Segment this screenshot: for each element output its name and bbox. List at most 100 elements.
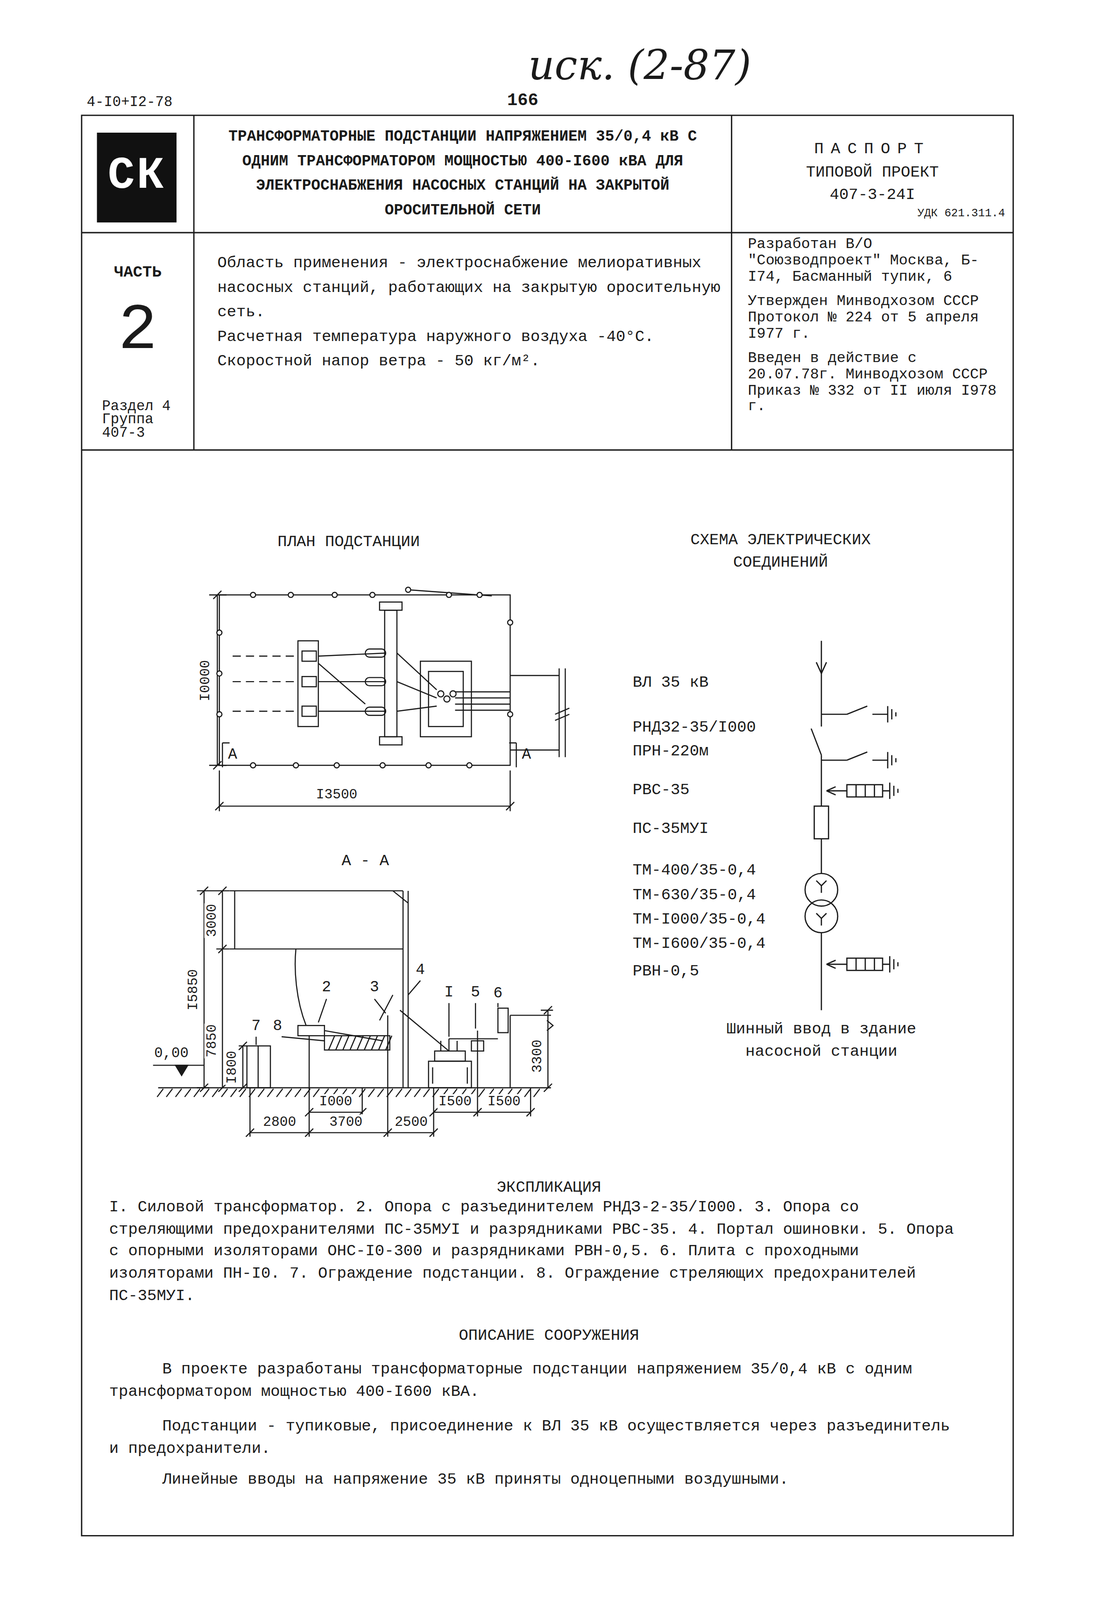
dimension: I3500: [315, 786, 359, 803]
drawing-line: [814, 806, 829, 839]
logo: СК: [97, 132, 177, 223]
drawing-line: [257, 1045, 259, 1088]
section-heading: ОПИСАНИЕ СООРУЖЕНИЯ: [458, 1327, 639, 1346]
drawing-line: [847, 957, 883, 970]
dimension: I000: [318, 1093, 354, 1110]
drawing-line: [324, 994, 450, 1088]
paragraph: Подстанции - тупиковые, присоединение к …: [109, 1415, 957, 1461]
drawing-line: [297, 640, 319, 727]
drawing-line: [428, 671, 464, 727]
drawing-line: [216, 586, 513, 768]
single-line-scheme: [805, 640, 898, 1011]
callout-number: I: [443, 983, 455, 1002]
drawing-line: [443, 695, 450, 702]
cell-text: 2: [85, 297, 191, 363]
drawing-line: [820, 932, 823, 1010]
drawing-line: [197, 890, 554, 1088]
drawing-line: [302, 706, 317, 717]
equipment-label: РНДЗ2-35/I000: [632, 719, 757, 738]
drawing-line: [199, 886, 552, 1092]
drawing-line: [250, 762, 256, 768]
equipment-label: ВЛ 35 кВ: [632, 674, 709, 693]
drawing-heading: ПЛАН ПОДСТАНЦИИ: [277, 533, 420, 552]
callout-number: 3: [368, 978, 381, 997]
drawing-line: [293, 762, 299, 768]
document-code: 4-I0+I2-78: [86, 93, 173, 111]
callout-number: 6: [492, 984, 504, 1003]
equipment-label: ПРН-220м: [632, 742, 709, 761]
equipment-label: ТМ-630/35-0,4: [632, 886, 757, 905]
callout-number: 2: [320, 978, 333, 997]
callout-number: 7: [250, 1017, 262, 1036]
cell-text: Введен в действие с 20.07.78г. Минводхоз…: [748, 350, 1010, 416]
drawing-line: [302, 650, 317, 662]
drawing-line: [510, 1014, 554, 1088]
drawing-line: [332, 592, 338, 598]
drawing-line: [847, 784, 883, 797]
drawing-line: [365, 707, 386, 715]
dimension: 2800: [261, 1114, 297, 1131]
drawing-line: [369, 592, 375, 598]
cell-text: Расчетная температура наружного воздуха …: [217, 324, 722, 349]
drawing-line: [466, 762, 473, 768]
drawing-line: [334, 762, 340, 768]
scope-cell: Область применения - электроснабжение ме…: [193, 232, 732, 450]
equipment-label: ТМ-400/35-0,4: [632, 862, 757, 881]
drawing-line: [826, 955, 898, 973]
drawing-line: [855, 784, 875, 797]
dimension: 7850: [204, 1022, 221, 1058]
drawing-line: [219, 594, 511, 765]
drawing-line: [437, 690, 444, 697]
drawing-line: [302, 676, 317, 687]
page-number: 166: [507, 90, 539, 111]
dimension: I0000: [197, 658, 214, 703]
plan: [209, 586, 570, 811]
cell-text: СК: [97, 153, 177, 198]
dimension: I500: [437, 1093, 473, 1110]
drawing-line: [216, 711, 222, 717]
section-heading: ЭКСПЛИКАЦИЯ: [496, 1179, 602, 1198]
drawing-line: [384, 609, 397, 737]
drawing-line: [297, 1025, 325, 1036]
drawing-line: [396, 652, 437, 712]
drawing-line: [446, 592, 452, 598]
cell-text: Раздел 4 Группа 407-3: [102, 399, 176, 440]
equipment-label: ПС-35МУI: [632, 820, 709, 839]
dimension: 3000: [204, 902, 221, 938]
drawing-line: [476, 592, 482, 598]
cell-text: ПАСПОРТ: [739, 139, 1005, 159]
equipment-label: РВС-35: [632, 781, 690, 800]
drawing-line: [497, 1007, 509, 1033]
section-view: [153, 886, 554, 1137]
cell-text: ЧАСТЬ: [85, 263, 191, 283]
drawing-line: [471, 1040, 484, 1051]
frame: [81, 115, 1014, 1536]
drawing-line: [216, 629, 222, 636]
drawing-line: [420, 660, 472, 737]
drawing-line: [288, 592, 294, 598]
drawing-line: [216, 670, 222, 676]
section-mark: А: [227, 746, 238, 764]
drawing-line: [379, 601, 403, 610]
cell-text: УДК 621.311.4: [739, 206, 1005, 221]
drawing-line: [318, 652, 386, 712]
equipment-label: РВН-0,5: [632, 962, 700, 982]
drawing-line: [81, 115, 1014, 450]
cell-text: Область применения - электроснабжение ме…: [217, 250, 722, 325]
note: Шинный ввод в здание насосной станции: [714, 1017, 929, 1064]
drawing-line: [434, 1050, 466, 1061]
callout-number: 4: [414, 961, 426, 979]
section-heading: А - А: [341, 852, 389, 871]
drawing-line: [432, 1038, 467, 1084]
drawing-line: [246, 1107, 535, 1137]
drawing-line: [816, 662, 827, 674]
drawing-line: [365, 677, 386, 686]
dimension: I5850: [185, 967, 202, 1012]
drawing-line: [821, 706, 897, 723]
dimension: I800: [224, 1049, 241, 1085]
drawing-line: [175, 1064, 188, 1075]
drawing-line: [379, 736, 403, 745]
drawing-line: [229, 890, 409, 1088]
